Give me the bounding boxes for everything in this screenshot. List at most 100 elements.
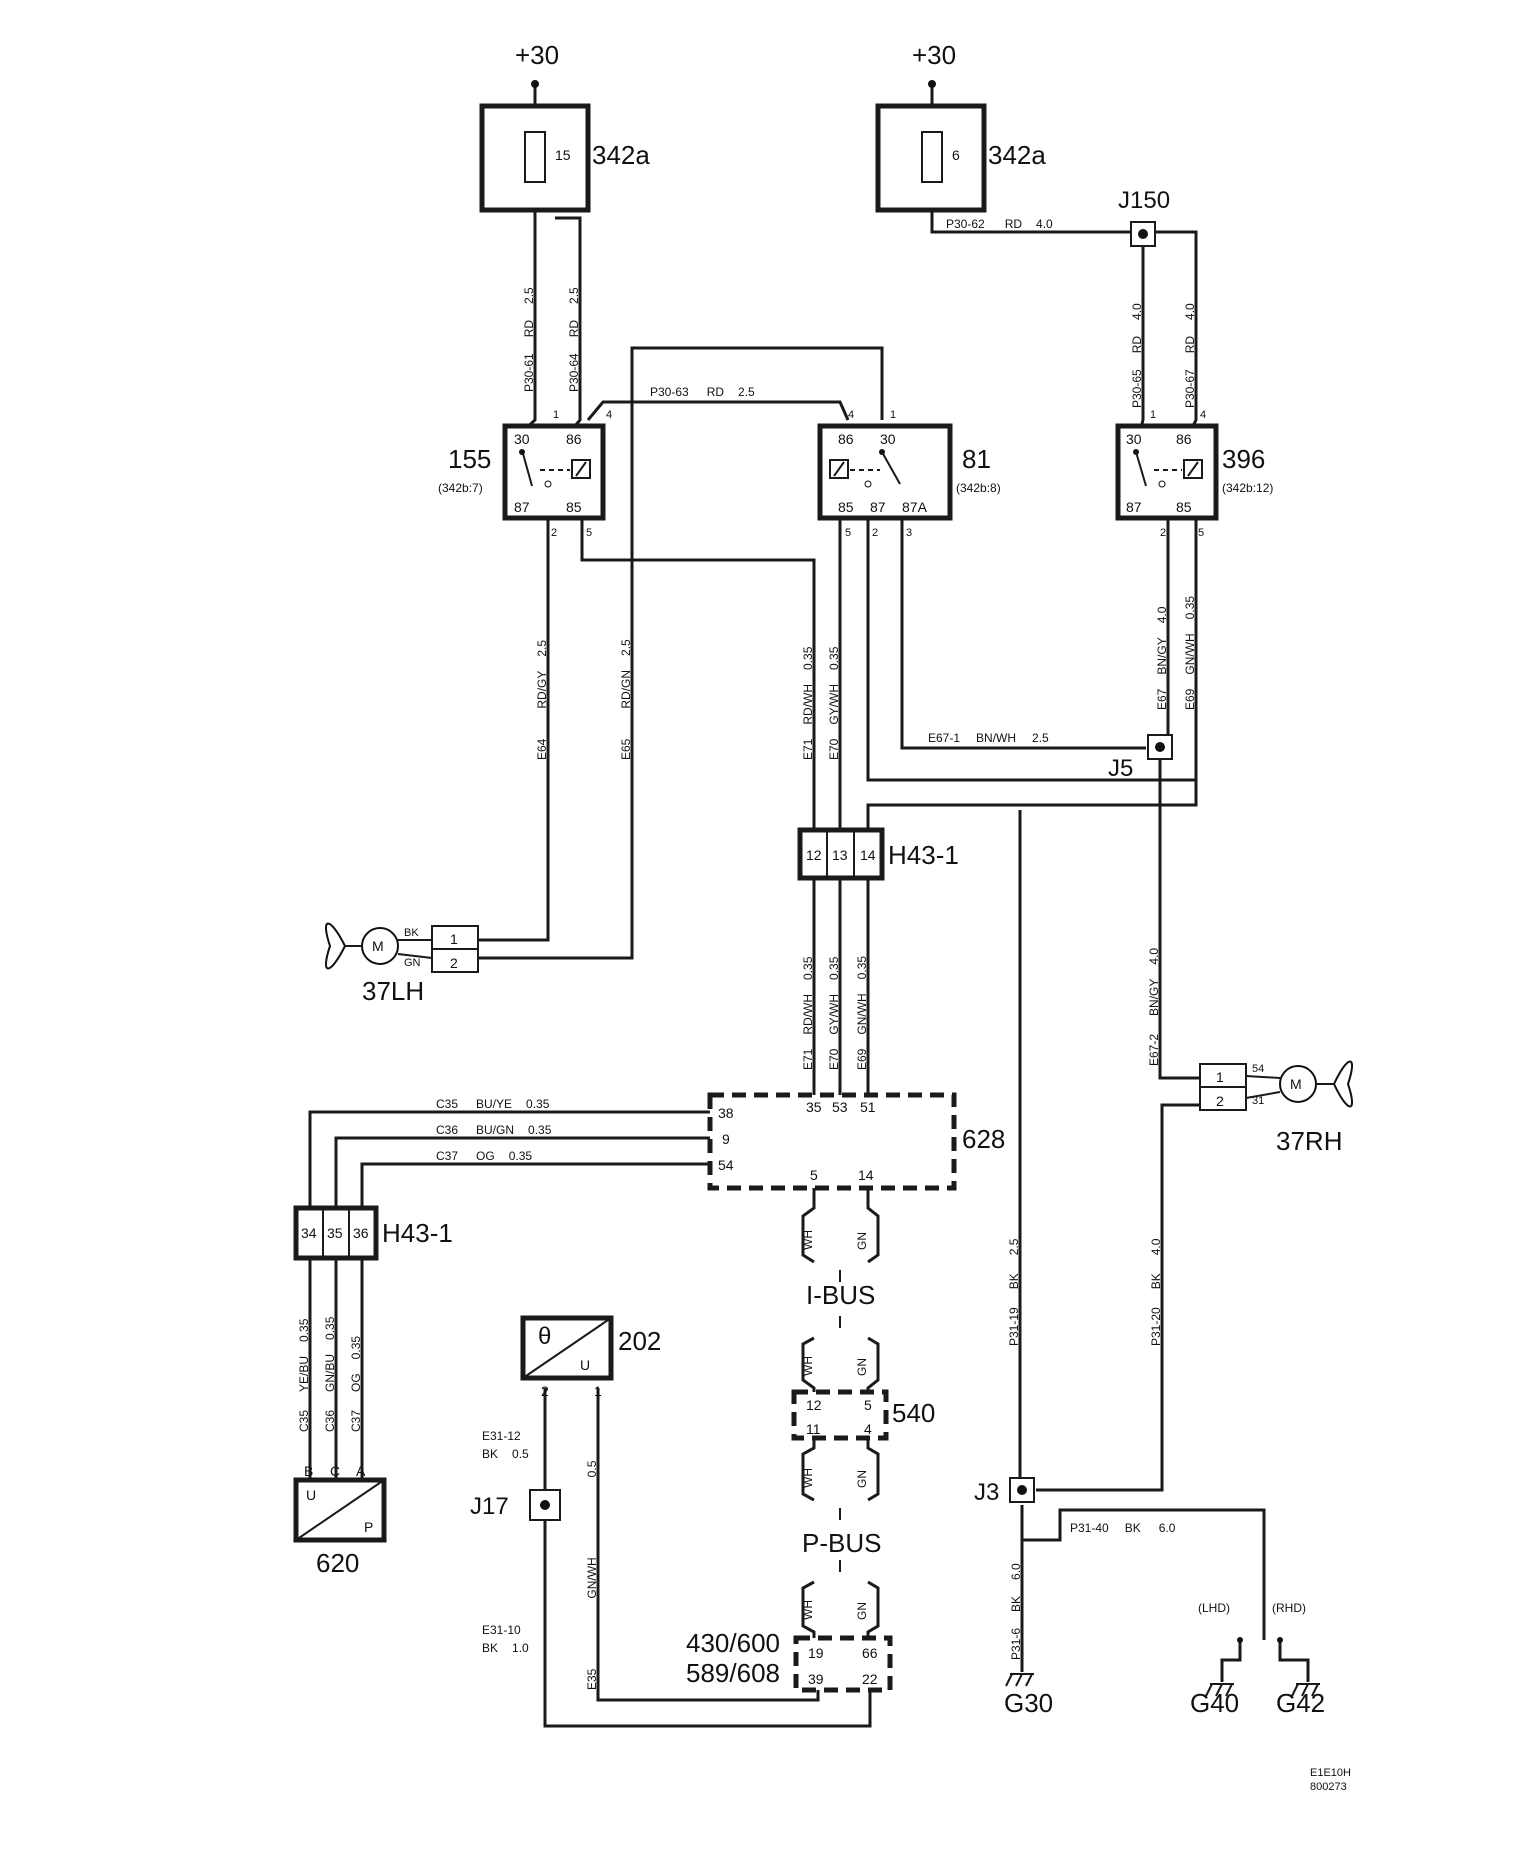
wire-c36-vertical: C36GN/BU0.35 xyxy=(323,1316,337,1432)
svg-text:13: 13 xyxy=(832,847,848,863)
svg-text:589/608: 589/608 xyxy=(686,1658,780,1688)
svg-text:5: 5 xyxy=(586,527,592,539)
svg-text:36: 36 xyxy=(353,1225,369,1241)
fuse-342a-left: +30 15 342a xyxy=(479,40,650,213)
wire-p30-61: P30-61RD2.5 xyxy=(522,287,536,392)
fuse-id-right: 342a xyxy=(988,140,1046,170)
svg-text:1: 1 xyxy=(450,931,458,947)
junction-j5: J5 xyxy=(1108,734,1173,782)
wire-p30-65: P30-65RD4.0 xyxy=(1130,303,1144,408)
svg-text:1: 1 xyxy=(1216,1069,1224,1085)
wire-e71-upper: E71RD/WH0.35 xyxy=(801,646,815,760)
wire-e71-lower: E71RD/WH0.35 xyxy=(801,956,815,1070)
svg-text:5: 5 xyxy=(864,1397,872,1413)
wire-p31-19: P31-19BK2.5 xyxy=(1007,1238,1021,1346)
svg-text:2: 2 xyxy=(541,1383,549,1399)
svg-text:22: 22 xyxy=(862,1671,878,1687)
svg-text:85: 85 xyxy=(1176,499,1192,515)
svg-text:86: 86 xyxy=(566,431,582,447)
relay-81: 86 30 85 87 87A 4 1 5 2 3 81 (342b:8) xyxy=(817,409,1001,539)
svg-text:4: 4 xyxy=(1200,409,1206,421)
svg-text:M: M xyxy=(1290,1076,1302,1092)
svg-text:51: 51 xyxy=(860,1099,876,1115)
svg-text:H43-1: H43-1 xyxy=(888,840,959,870)
wire-e70-lower: E70GY/WH0.35 xyxy=(827,956,841,1070)
wire-c37-vertical: C37OG0.35 xyxy=(349,1336,363,1432)
svg-text:540: 540 xyxy=(892,1398,935,1428)
svg-text:87A: 87A xyxy=(902,499,928,515)
wire-p31-6: P31-6BK6.0 xyxy=(1009,1563,1023,1660)
node-540: 12 5 11 4 540 xyxy=(791,1389,935,1441)
svg-text:2: 2 xyxy=(872,527,878,539)
svg-text:WH: WH xyxy=(801,1230,815,1250)
svg-text:C: C xyxy=(330,1463,340,1479)
svg-text:J150: J150 xyxy=(1118,187,1170,214)
svg-text:WH: WH xyxy=(801,1468,815,1488)
figure-code: E1E10H 800273 xyxy=(1310,1767,1351,1793)
svg-text:14: 14 xyxy=(860,847,876,863)
ibus-label: I-BUS xyxy=(806,1280,875,1310)
svg-text:(LHD): (LHD) xyxy=(1198,1601,1230,1615)
svg-text:430/600: 430/600 xyxy=(686,1628,780,1658)
supply-label-right: +30 xyxy=(912,40,956,70)
svg-text:628: 628 xyxy=(962,1124,1005,1154)
svg-text:(342b:12): (342b:12) xyxy=(1222,481,1273,495)
relay-155-label: 155 xyxy=(448,444,491,474)
svg-text:85: 85 xyxy=(566,499,582,515)
svg-text:30: 30 xyxy=(514,431,530,447)
svg-text:WH: WH xyxy=(801,1356,815,1376)
wire-p31-20: P31-20BK4.0 xyxy=(1149,1238,1163,1346)
svg-text:86: 86 xyxy=(838,431,854,447)
sensor-620: U P B C A 620 xyxy=(293,1463,387,1578)
svg-text:4: 4 xyxy=(606,409,612,421)
svg-text:620: 620 xyxy=(316,1548,359,1578)
svg-text:3: 3 xyxy=(906,527,912,539)
wire-p30-64: P30-64RD2.5 xyxy=(567,287,581,392)
ground-switch: (LHD) (RHD) xyxy=(1198,1601,1306,1643)
svg-text:(RHD): (RHD) xyxy=(1272,1601,1306,1615)
svg-text:GN: GN xyxy=(404,957,421,969)
svg-text:2: 2 xyxy=(450,955,458,971)
svg-text:(342b:7): (342b:7) xyxy=(438,481,483,495)
temperature-icon: θ xyxy=(538,1323,551,1350)
svg-text:39: 39 xyxy=(808,1671,824,1687)
ground-g42: G42 xyxy=(1276,1683,1325,1718)
svg-text:J3: J3 xyxy=(974,1479,999,1506)
wire-e69-lower: E69GN/WH0.35 xyxy=(855,956,869,1070)
connector-h43-1-left: 34 35 36 H43-1 xyxy=(293,1205,453,1261)
junction-j150: J150 xyxy=(1118,187,1170,247)
supply-label-left: +30 xyxy=(515,40,559,70)
svg-text:12: 12 xyxy=(806,847,822,863)
svg-text:38: 38 xyxy=(718,1105,734,1121)
pbus-label: P-BUS xyxy=(802,1528,881,1558)
svg-text:85: 85 xyxy=(838,499,854,515)
relay-396-label: 396 xyxy=(1222,444,1265,474)
svg-text:H43-1: H43-1 xyxy=(382,1218,453,1248)
svg-text:30: 30 xyxy=(880,431,896,447)
svg-text:U: U xyxy=(306,1487,316,1503)
wire-e31-12-id: E31-12 xyxy=(482,1429,521,1443)
svg-text:86: 86 xyxy=(1176,431,1192,447)
svg-text:J5: J5 xyxy=(1108,755,1133,782)
svg-text:5: 5 xyxy=(810,1167,818,1183)
svg-text:87: 87 xyxy=(1126,499,1142,515)
svg-text:5: 5 xyxy=(1198,527,1204,539)
svg-text:30: 30 xyxy=(1126,431,1142,447)
ecu-628: 35 53 51 38 9 54 5 14 628 xyxy=(707,1092,1005,1191)
wire-e35: E35GN/WH0.5 xyxy=(585,1460,599,1690)
fan-37rh: 1 2 M 54 31 37RH xyxy=(1199,1060,1353,1156)
ground-g30: G30 xyxy=(1004,1673,1053,1718)
svg-text:M: M xyxy=(372,938,384,954)
relay-396: 30 86 87 85 1 4 2 5 396 (342b:12) xyxy=(1115,409,1273,539)
wire-e31-10-id: E31-10 xyxy=(482,1623,521,1637)
svg-text:31: 31 xyxy=(1252,1095,1264,1107)
ground-g40: G40 xyxy=(1190,1683,1239,1718)
svg-text:34: 34 xyxy=(301,1225,317,1241)
wire-e69-upper: E69GN/WH0.35 xyxy=(1183,596,1197,710)
svg-text:GN: GN xyxy=(855,1602,869,1620)
